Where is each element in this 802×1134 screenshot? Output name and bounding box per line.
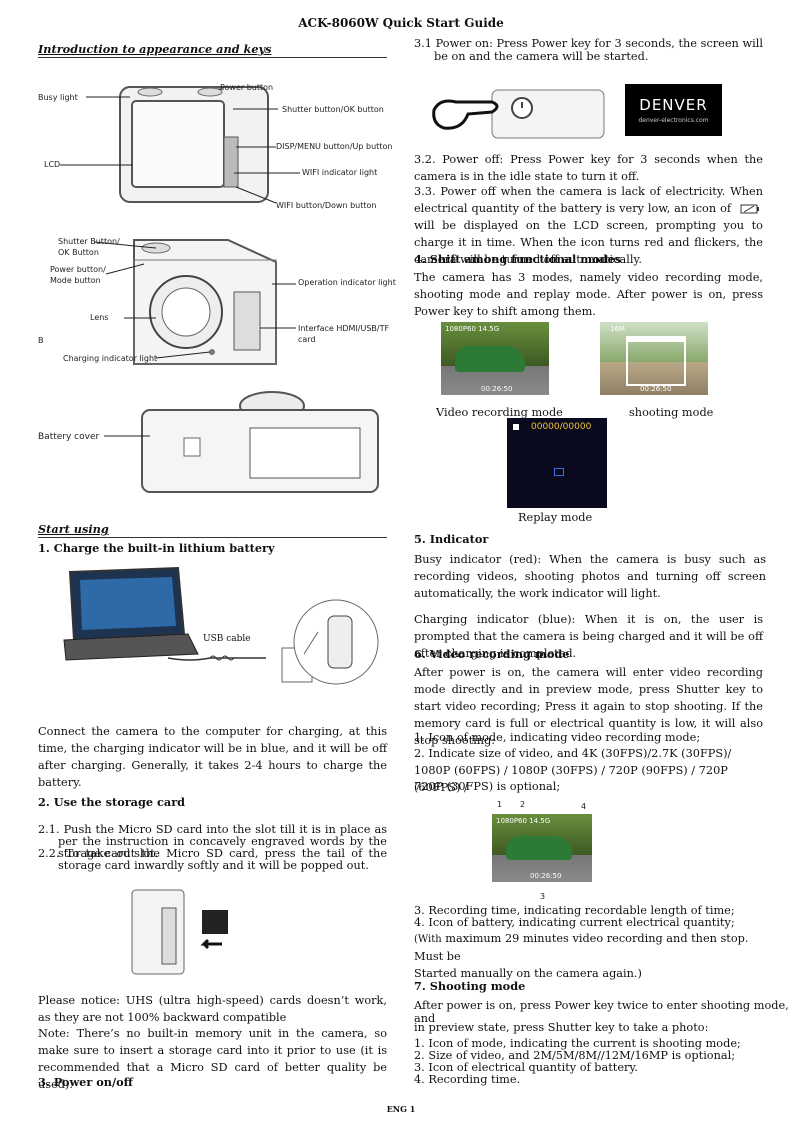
charge-text: Connect the camera to the computer for c… bbox=[38, 725, 387, 789]
shift-heading: 4. Shift among functional modes bbox=[414, 252, 622, 266]
label-disp-menu: DISP/MENU button/Up button bbox=[276, 142, 393, 151]
storage-heading: 2. Use the storage card bbox=[38, 795, 186, 809]
annotated-video-screen: 1080P60 14.5G 00:26:50 bbox=[492, 814, 592, 882]
label-wifi-down: WIFI button/Down button bbox=[276, 201, 377, 210]
camera-bottom-figure bbox=[38, 388, 388, 498]
video-heading: 6. Video recording mode bbox=[414, 647, 570, 661]
video-item-3: 3. Recording time, indicating recordable… bbox=[414, 904, 735, 917]
denver-logo: DENVER bbox=[639, 96, 708, 114]
laptop-charging-drawing bbox=[63, 566, 379, 685]
video-mode-screen: 1080P60 14.5G 00:26:50 bbox=[441, 322, 549, 395]
car-shape bbox=[455, 346, 525, 372]
callout-4: 4 bbox=[581, 802, 587, 811]
power-low-text-b: will be displayed on the LCD screen, pro… bbox=[414, 219, 763, 266]
label-busy-light: Busy light bbox=[38, 93, 78, 102]
shoot-text-2: in preview state, press Shutter key to t… bbox=[414, 1021, 709, 1034]
shoot-item-4: 4. Recording time. bbox=[414, 1073, 521, 1086]
photo-hud-time: 00:26:50 bbox=[640, 385, 672, 393]
denver-url: denver-electronics.com bbox=[638, 117, 709, 124]
intro-heading-text: Introduction to appearance and keys bbox=[38, 42, 272, 56]
caption-video-mode: Video recording mode bbox=[436, 406, 563, 419]
power-on-drawing bbox=[432, 89, 605, 139]
callout-2: 2 bbox=[520, 800, 526, 809]
sd-card-drawing bbox=[131, 889, 228, 975]
start-heading-text: Start using bbox=[38, 522, 109, 536]
video-note: (With maximum 29 minutes video recording… bbox=[414, 930, 763, 982]
shoot-item-2: 2. Size of video, and 2M/5M/8M//12M/16MP… bbox=[414, 1049, 736, 1062]
page-number: ENG 1 bbox=[386, 1104, 416, 1114]
sd-card-figure bbox=[130, 888, 240, 978]
shoot-item-3: 3. Icon of electrical quantity of batter… bbox=[414, 1061, 638, 1074]
video-note-a: (With bbox=[414, 934, 442, 945]
video-item-1: 1. Icon of mode, indicating video record… bbox=[414, 731, 701, 744]
replay-mode-screen: 00000/00000 bbox=[507, 418, 607, 508]
label-power-mode: Power button/ Mode button bbox=[50, 265, 106, 285]
label-b: B bbox=[38, 336, 44, 345]
gazebo-shape bbox=[626, 336, 686, 386]
camera-front-figure bbox=[38, 75, 388, 225]
label-lens: Lens bbox=[90, 313, 109, 322]
start-heading: Start using bbox=[38, 522, 387, 538]
replay-camera-icon bbox=[554, 468, 564, 476]
busy-indicator-text: Busy indicator (red): When the camera is… bbox=[414, 553, 766, 600]
video-text: After power is on, the camera will enter… bbox=[414, 666, 763, 747]
camera-side-figure bbox=[38, 232, 390, 377]
caption-replay-mode: Replay mode bbox=[518, 511, 593, 524]
power-off-text: 3.2. Power off: Press Power key for 3 se… bbox=[414, 153, 763, 183]
video-item-2: 2. Indicate size of video, and 4K (30FPS… bbox=[414, 747, 732, 794]
indicator-heading: 5. Indicator bbox=[414, 532, 489, 546]
video-hud-size: 1080P60 14.5G bbox=[445, 325, 500, 333]
storage-step-1: 2.1. Push the Micro SD card into the slo… bbox=[38, 823, 387, 860]
shoot-text: After power is on, press Power key twice… bbox=[414, 999, 789, 1025]
power-on-figure bbox=[432, 84, 608, 144]
annotated-hud-size: 1080P60 14.5G bbox=[496, 817, 551, 825]
page-title: ACK-8060W Quick Start Guide bbox=[298, 16, 504, 30]
camera-front-drawing bbox=[60, 86, 300, 204]
label-power-button: Power button bbox=[220, 83, 274, 92]
shoot-item-1: 1. Icon of mode, indicating the current … bbox=[414, 1037, 741, 1050]
uhs-notice: Please notice: UHS (ultra high-speed) ca… bbox=[38, 994, 387, 1024]
power-on-text: 3.1 Power on: Press Power key for 3 seco… bbox=[414, 37, 763, 63]
power-low-text: 3.3. Power off when the camera is lack o… bbox=[414, 183, 763, 268]
replay-mode-icon bbox=[513, 424, 519, 430]
video-note-b: maximum 29 minutes video recording and t… bbox=[414, 932, 749, 963]
shoot-heading: 7. Shooting mode bbox=[414, 979, 526, 993]
label-lcd: LCD bbox=[44, 160, 61, 169]
video-note-c: Started manually on the camera again.) bbox=[414, 967, 642, 980]
power-heading: 3. Power on/off bbox=[38, 1075, 133, 1089]
charging-indicator-text: Charging indicator (blue): When it is on… bbox=[414, 613, 763, 660]
label-usb-cable: USB cable bbox=[203, 634, 251, 644]
video-item-2b: 720P (30FPS) is optional; bbox=[414, 780, 561, 793]
label-battery-cover: Battery cover bbox=[38, 432, 100, 442]
label-wifi-light: WIFI indicator light bbox=[302, 168, 378, 177]
memory-note: Note: There’s no built-in memory unit in… bbox=[38, 1027, 387, 1091]
charge-heading: 1. Charge the built-in lithium battery bbox=[38, 541, 275, 555]
car-shape-2 bbox=[506, 836, 572, 860]
label-operation-light: Operation indicator light bbox=[298, 278, 396, 287]
camera-bottom-drawing bbox=[104, 391, 379, 493]
photo-hud-size: 16M bbox=[610, 325, 625, 333]
power-low-text-a: 3.3. Power off when the camera is lack o… bbox=[414, 185, 763, 215]
annotated-hud-time: 00:26:50 bbox=[530, 872, 562, 880]
label-shutter-ok-2: Shutter Button/ OK Button bbox=[58, 237, 120, 257]
replay-hud-counter: 00000/00000 bbox=[531, 422, 592, 432]
laptop-charging-figure bbox=[60, 562, 380, 692]
intro-heading: Introduction to appearance and keys bbox=[38, 42, 387, 58]
camera-side-drawing bbox=[93, 239, 296, 365]
video-item-4: 4. Icon of battery, indicating current e… bbox=[414, 916, 735, 929]
label-charging-light: Charging indicator light bbox=[63, 354, 158, 363]
storage-step-2: 2.2. To take out the Micro SD card, pres… bbox=[38, 847, 387, 872]
caption-shooting-mode: shooting mode bbox=[629, 406, 714, 419]
shooting-mode-screen: 16M 00:26:50 bbox=[600, 322, 708, 395]
label-interface: Interface HDMI/USB/TF card bbox=[298, 324, 390, 344]
callout-3: 3 bbox=[540, 892, 546, 901]
callout-1: 1 bbox=[497, 800, 503, 809]
video-hud-time: 00:26:50 bbox=[481, 385, 513, 393]
denver-logo-box: DENVER denver-electronics.com bbox=[625, 84, 722, 136]
battery-empty-icon bbox=[735, 204, 763, 214]
shift-text: The camera has 3 modes, namely video rec… bbox=[414, 271, 763, 318]
label-shutter-ok: Shutter button/OK button bbox=[282, 105, 384, 114]
